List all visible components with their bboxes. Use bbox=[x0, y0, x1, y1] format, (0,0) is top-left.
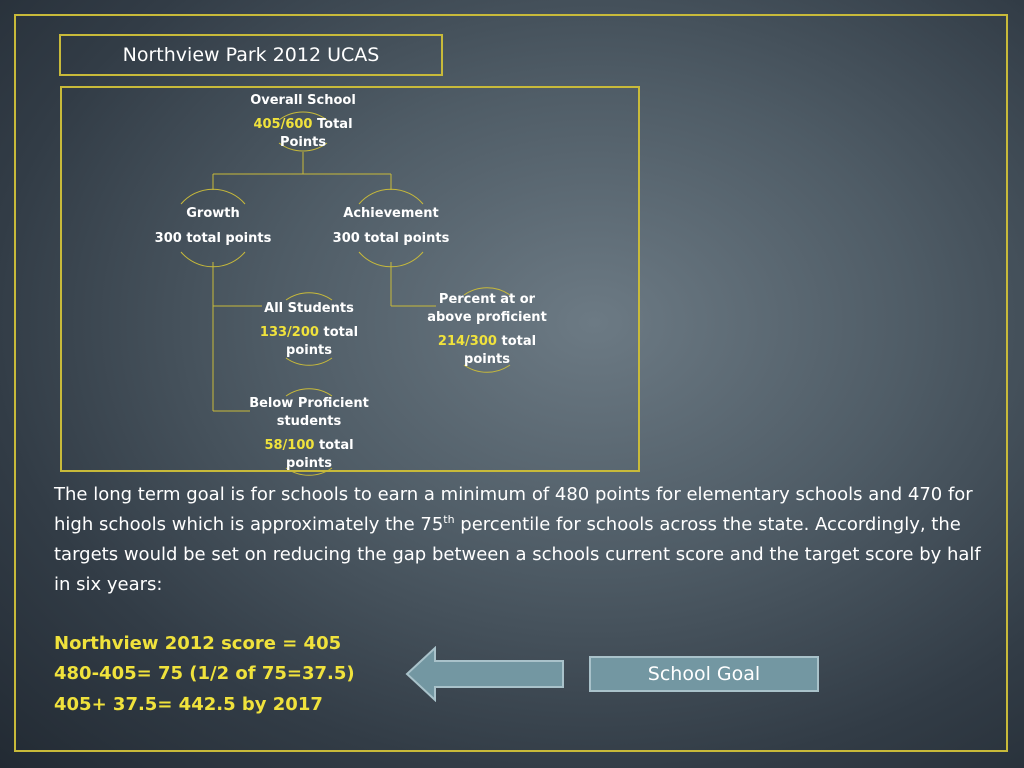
equation-line-3: 405+ 37.5= 442.5 by 2017 bbox=[54, 694, 323, 715]
node-all-students-suffix: total bbox=[323, 325, 359, 340]
node-overall-line2: Points bbox=[279, 135, 327, 150]
slide-frame bbox=[14, 14, 1008, 752]
node-below-score: 58/100 bbox=[264, 438, 315, 453]
node-all-students-line2: points bbox=[286, 343, 332, 358]
node-below-line2: points bbox=[286, 456, 332, 471]
node-achievement-label: Achievement bbox=[343, 206, 439, 221]
node-all-students: All Students 133/200 total points bbox=[239, 300, 379, 360]
left-arrow-icon bbox=[405, 646, 564, 702]
equation-line-2: 480-405= 75 (1/2 of 75=37.5) bbox=[54, 663, 355, 684]
node-percent-score: 214/300 bbox=[437, 334, 497, 349]
node-growth: Growth 300 total points bbox=[138, 205, 288, 248]
paragraph-sup: th bbox=[443, 513, 455, 526]
node-percent-label2: above proficient bbox=[427, 310, 547, 325]
node-below-suffix: total bbox=[318, 438, 354, 453]
node-below-label1: Below Proficient bbox=[249, 396, 369, 411]
paragraph-part2: percentile for schools across the state.… bbox=[54, 514, 981, 595]
node-all-students-label: All Students bbox=[264, 301, 354, 316]
node-overall-label: Overall School bbox=[250, 93, 356, 108]
node-percent-label1: Percent at or bbox=[438, 292, 536, 307]
node-growth-points: 300 total points bbox=[154, 231, 272, 246]
node-overall-school: Overall School 405/600 Total Points bbox=[223, 92, 383, 152]
node-achievement-points: 300 total points bbox=[332, 231, 450, 246]
diagram-box bbox=[60, 86, 640, 472]
node-percent-proficient: Percent at or above proficient 214/300 t… bbox=[412, 291, 562, 369]
node-all-students-score: 133/200 bbox=[259, 325, 319, 340]
node-below-proficient: Below Proficient students 58/100 total p… bbox=[234, 395, 384, 473]
slide-title: Northview Park 2012 UCAS bbox=[59, 34, 443, 76]
paragraph-part1: The long term goal is for schools to ear… bbox=[54, 484, 973, 535]
node-percent-suffix: total bbox=[501, 334, 537, 349]
goal-paragraph: The long term goal is for schools to ear… bbox=[54, 480, 994, 600]
node-overall-score: 405/600 bbox=[253, 117, 313, 132]
node-growth-label: Growth bbox=[186, 206, 240, 221]
school-goal-box: School Goal bbox=[589, 656, 819, 692]
node-percent-line2: points bbox=[464, 352, 510, 367]
node-below-label2: students bbox=[276, 414, 342, 429]
node-achievement: Achievement 300 total points bbox=[316, 205, 466, 248]
equation-line-1: Northview 2012 score = 405 bbox=[54, 633, 342, 654]
node-overall-suffix: Total bbox=[317, 117, 353, 132]
